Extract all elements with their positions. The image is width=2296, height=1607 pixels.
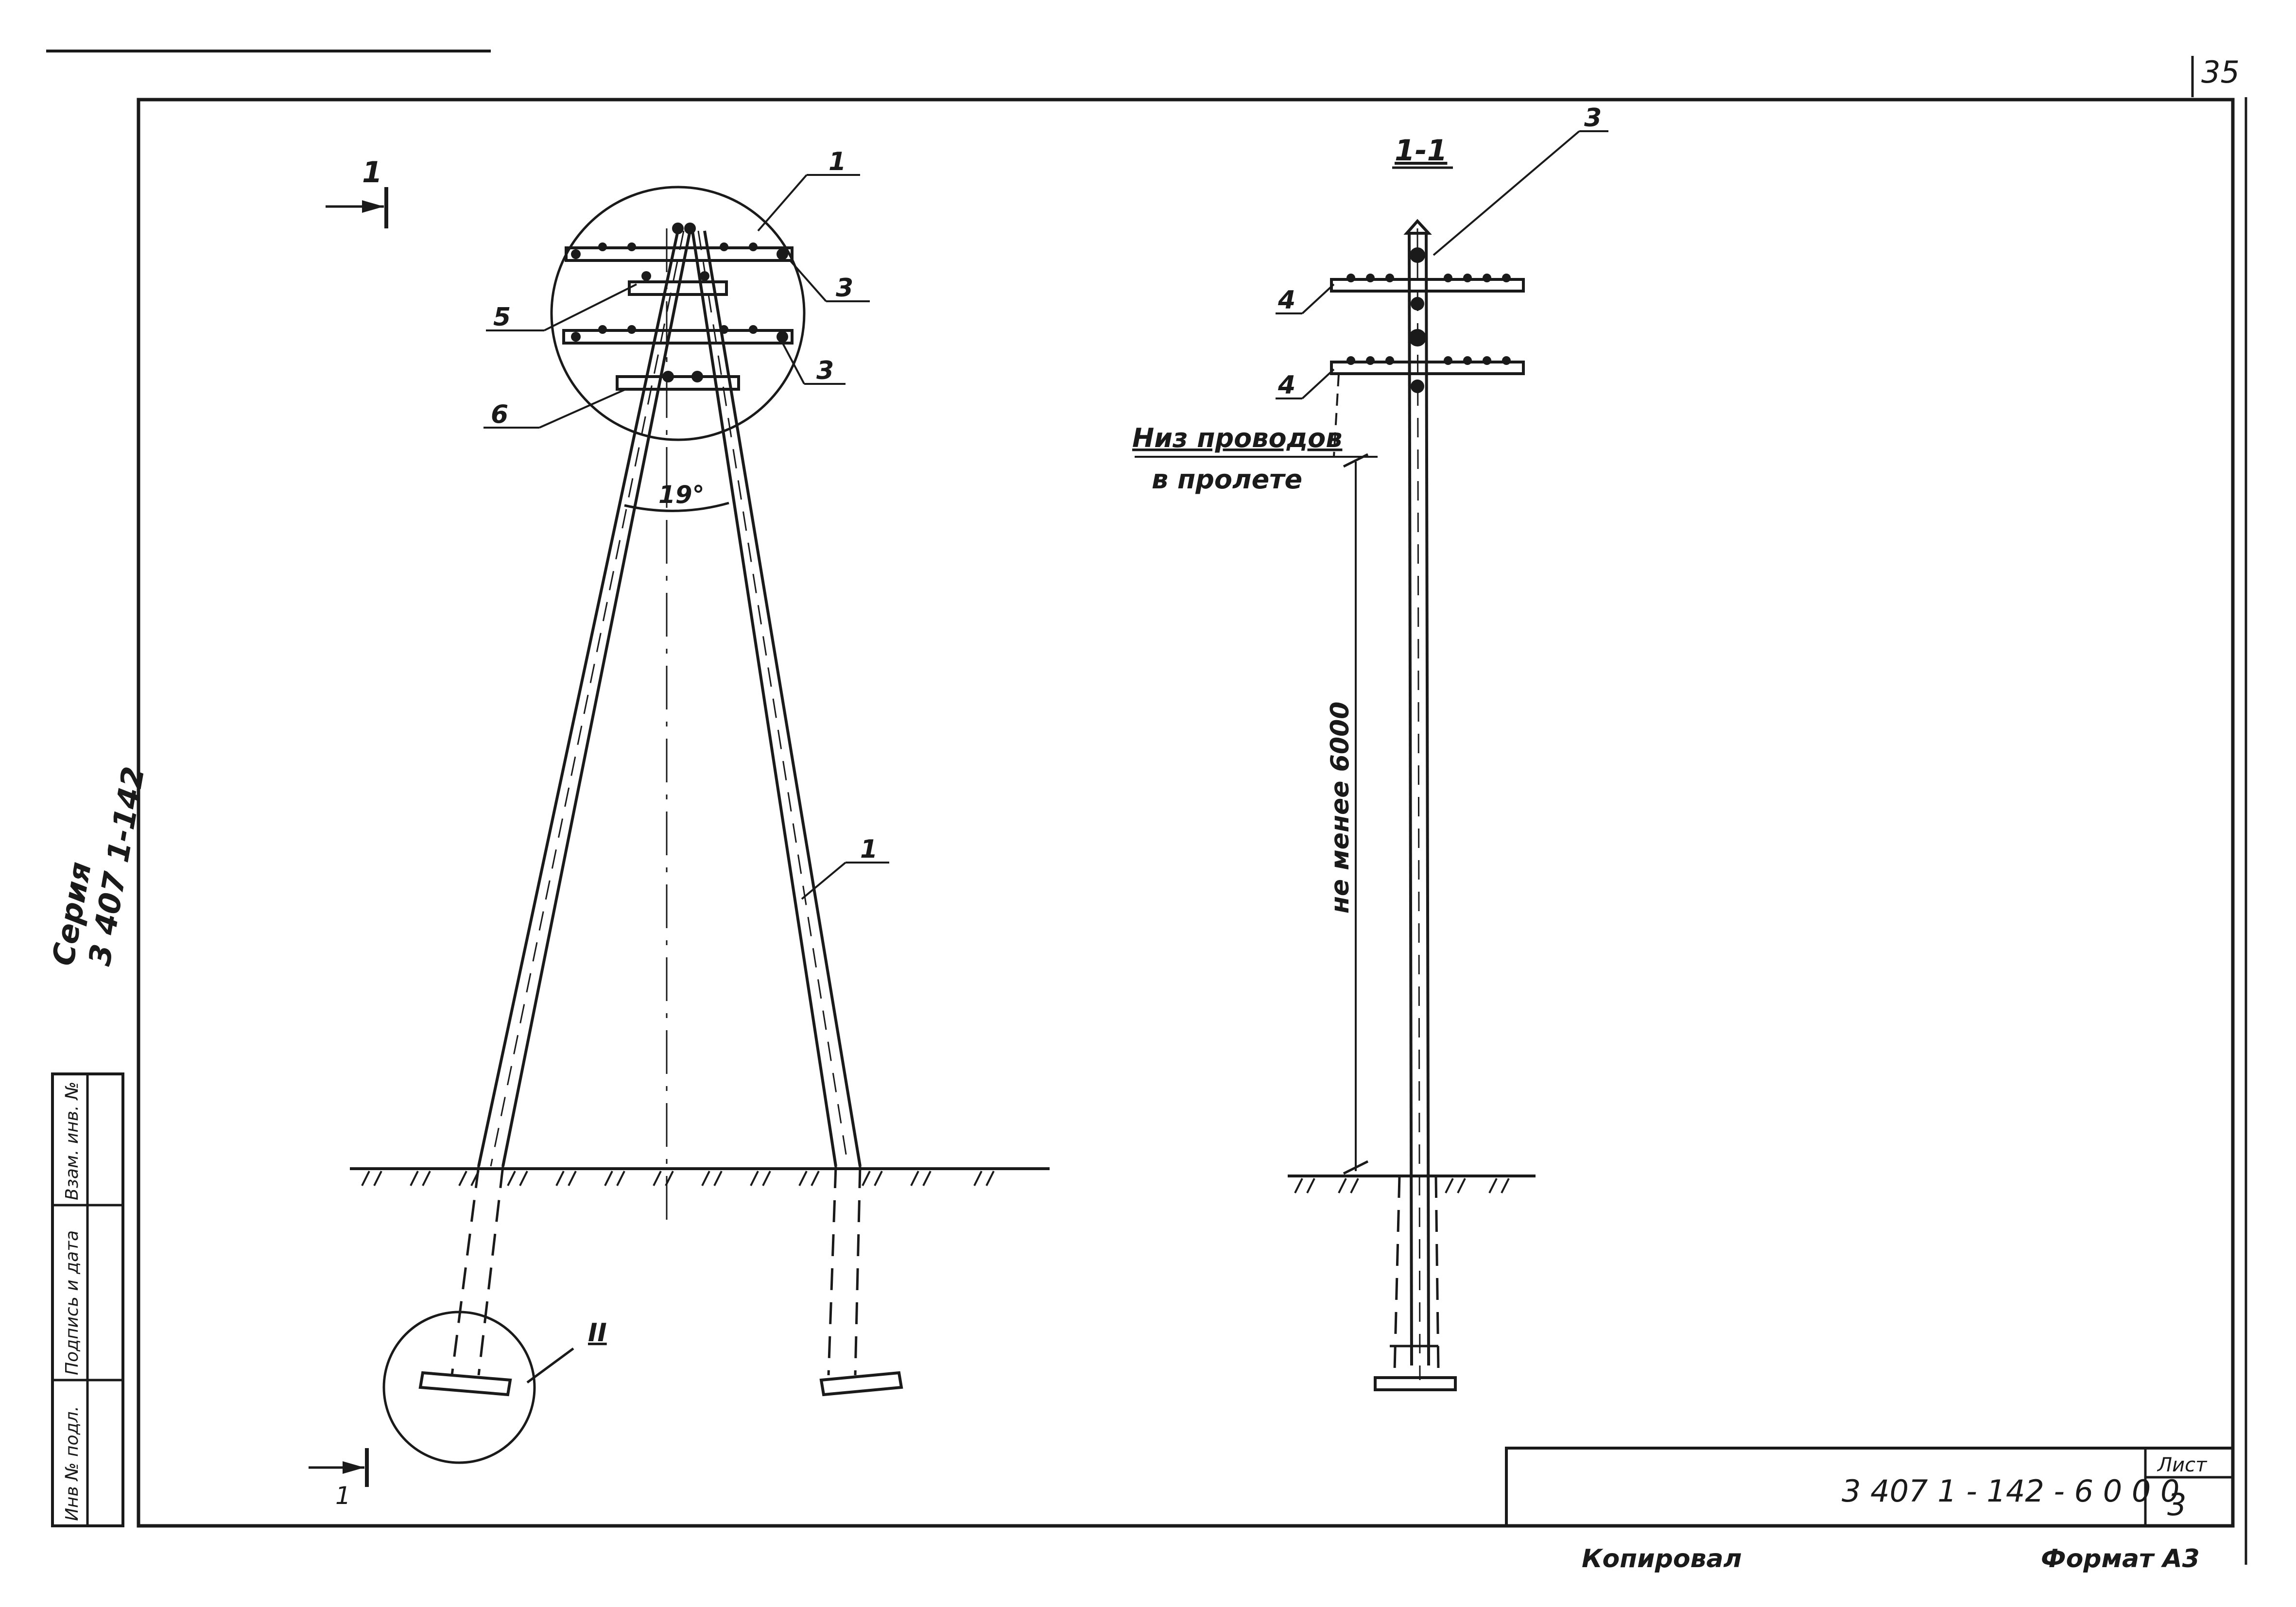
- left-leg: [418, 230, 691, 1397]
- copied-by: Копировал: [1582, 1544, 1742, 1573]
- side-anchor-plate: [1374, 1376, 1457, 1391]
- side-stamp: Взам. инв. № Подпись и дата Инв № подл.: [51, 1072, 124, 1527]
- clearance-dimension: не менее 6000: [1326, 702, 1355, 914]
- detail-circle-top: [550, 186, 806, 441]
- callout-front-4: 3: [816, 356, 834, 385]
- callout-front-5: 6: [491, 400, 508, 429]
- detail-mark-leader: [526, 1347, 574, 1384]
- stamp-replaces-inv: Взам. инв. №: [62, 1082, 82, 1200]
- section-mark-top-label: 1: [362, 156, 382, 190]
- section-title: 1-1: [1395, 134, 1447, 168]
- sheet-label: Лист: [2157, 1454, 2208, 1476]
- drawing-frame: [137, 98, 2235, 1528]
- callout-side-1: 3: [1584, 104, 1602, 133]
- left-anchor-plate: [418, 1371, 512, 1397]
- front-ground-line: [350, 1167, 1050, 1186]
- detail-mark-label: II: [588, 1318, 607, 1348]
- side-view: 1-1 3 4 4: [1132, 104, 1608, 1391]
- series-label: Серия 3 407 1-142: [45, 764, 152, 968]
- callout-side-2: 4: [1277, 286, 1295, 315]
- front-callouts: 1 3 5 3 6 1: [483, 147, 889, 900]
- callout-front-2: 3: [836, 274, 853, 303]
- section-mark-bottom-label: 1: [335, 1482, 351, 1510]
- document-code: 3 407 1 - 142 - 6 0 0 0: [1842, 1473, 2179, 1509]
- wire-level-line1: Низ проводов: [1132, 423, 1342, 453]
- callout-front-6: 1: [860, 835, 878, 864]
- right-anchor-plate: [819, 1371, 903, 1397]
- section-mark-bottom: 1: [309, 1448, 369, 1510]
- title-block: 3 407 1 - 142 - 6 0 0 0 Лист 3: [1505, 1447, 2234, 1527]
- format-label: Формат А3: [2041, 1544, 2200, 1573]
- detail-circle-bottom: [382, 1311, 536, 1464]
- callout-front-3: 5: [493, 303, 511, 332]
- callout-front-1: 1: [829, 147, 846, 176]
- front-view: 1 1: [309, 147, 1050, 1510]
- stamp-signature-date: Подпись и дата: [62, 1230, 82, 1375]
- wire-level-line2: в пролете: [1152, 464, 1302, 495]
- side-ground-line: [1288, 1175, 1536, 1193]
- stamp-inv-original: Инв № подл.: [62, 1406, 82, 1521]
- sheet-number: 3: [2167, 1487, 2186, 1522]
- side-crossarm-lower: [1330, 361, 1525, 375]
- angle-label: 19°: [658, 481, 705, 509]
- page-number: 35: [2201, 54, 2240, 90]
- front-crossarms: [562, 223, 794, 391]
- section-mark-top: 1: [326, 156, 388, 228]
- right-leg: [691, 230, 903, 1397]
- angle-arc: [624, 501, 729, 512]
- callout-side-3: 4: [1277, 371, 1295, 400]
